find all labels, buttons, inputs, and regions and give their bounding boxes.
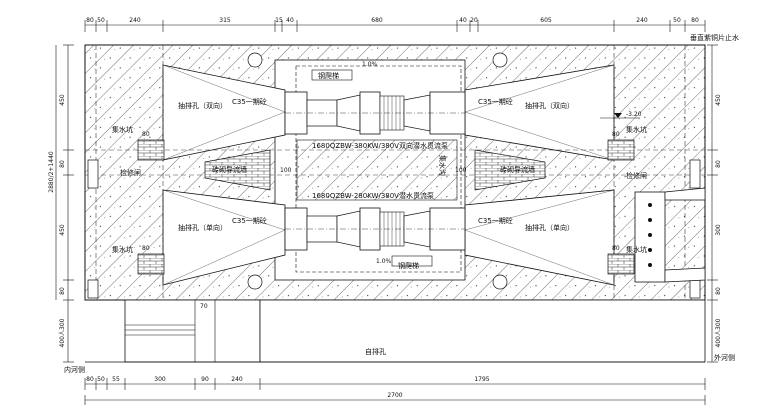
sump-tr-label: 集水坑 bbox=[626, 125, 647, 134]
overall-width-dim: 2700 bbox=[387, 392, 402, 399]
c35-br-label: C35一期砼 bbox=[478, 216, 513, 225]
pump-holes bbox=[247, 52, 508, 290]
pump-hole-bidir-label: 抽排孔（双向） bbox=[178, 101, 227, 110]
sump-tl-label: 集水坑 bbox=[112, 125, 133, 134]
water-flow-label: 集水沟 bbox=[438, 155, 447, 176]
left-dim-4: 80 bbox=[59, 287, 66, 295]
top-dim-12: 50 bbox=[673, 17, 681, 24]
top-dim-8: 40 bbox=[459, 17, 467, 24]
pump-hole-right-top-label: 抽排孔（双向） bbox=[525, 101, 574, 110]
labels: 垂直紫铜片止水 钢爬梯 钢爬梯 抽排孔（双向） 抽排孔（双向） 抽排孔（单向） … bbox=[64, 33, 739, 374]
self-drain-label: 自排孔 bbox=[365, 347, 386, 356]
top-dim-6: 40 bbox=[286, 17, 294, 24]
bottom-dim-4: 300 bbox=[154, 376, 166, 383]
brick-guide-walls bbox=[204, 149, 546, 191]
gap-70-label: 70 bbox=[200, 303, 208, 310]
sump-pits bbox=[137, 139, 635, 275]
top-dim-1: 80 bbox=[86, 17, 94, 24]
top-dimension-chain: 80 50 240 315 15 40 680 40 20 605 240 50… bbox=[84, 17, 706, 32]
d100-l-label: 100 bbox=[280, 167, 292, 174]
top-dim-11: 240 bbox=[636, 17, 648, 24]
d80-bl-label: 80 bbox=[142, 245, 150, 252]
bottom-dim-6: 240 bbox=[231, 376, 243, 383]
copper-water-stop-label: 垂直紫铜片止水 bbox=[690, 33, 739, 42]
inner-river-text: 内河侧 bbox=[64, 365, 85, 374]
left-dimension-chain: 450 80 450 80 2880/2+1440 400人300 bbox=[48, 44, 74, 363]
flow-funnel-lines bbox=[162, 64, 615, 286]
right-dim-2: 80 bbox=[715, 160, 722, 168]
flap-gate-structure bbox=[634, 187, 706, 283]
top-dim-7: 680 bbox=[371, 17, 383, 24]
steel-ladders bbox=[311, 69, 433, 267]
d100-r-label: 100 bbox=[455, 167, 467, 174]
top-dim-3: 240 bbox=[129, 17, 141, 24]
brick-right-label: 砖砌导流墙 bbox=[500, 165, 535, 174]
inner-river-label: 内河侧 bbox=[64, 365, 85, 374]
top-dim-13: 80 bbox=[691, 17, 699, 24]
pump-upper bbox=[284, 91, 466, 135]
steel-ladder-bottom-label: 钢爬梯 bbox=[398, 261, 419, 270]
right-bottom-dim: 400人300 bbox=[715, 318, 722, 347]
d80-br-label: 80 bbox=[612, 245, 620, 252]
pump-lower bbox=[284, 207, 466, 251]
bottom-dim-3: 55 bbox=[112, 376, 120, 383]
bottom-dim-7: 1795 bbox=[474, 376, 489, 383]
right-dimension-chain: 450 80 300 80 400人300 bbox=[707, 44, 722, 363]
bottom-dim-5: 90 bbox=[201, 376, 209, 383]
slope-top-label: 1.0% bbox=[362, 61, 378, 68]
self-drain-structure bbox=[85, 299, 706, 363]
top-dim-2: 50 bbox=[97, 17, 105, 24]
top-dim-4: 315 bbox=[219, 17, 231, 24]
brick-left-label: 砖砌导流墙 bbox=[212, 165, 247, 174]
right-dim-4: 80 bbox=[715, 287, 722, 295]
gate-slot-left-label: 检修闸 bbox=[120, 168, 141, 177]
outer-river-label: 外河侧 bbox=[714, 353, 735, 362]
bottom-dim-2: 50 bbox=[97, 376, 105, 383]
top-dim-10: 605 bbox=[540, 17, 552, 24]
bottom-dim-1: 80 bbox=[86, 376, 94, 383]
top-dim-9: 20 bbox=[470, 17, 478, 24]
d80-tl-label: 80 bbox=[142, 131, 150, 138]
c35-tl-label: C35一期砼 bbox=[232, 97, 267, 106]
elevation-marker: -3.20 bbox=[600, 111, 642, 119]
right-dim-1: 450 bbox=[715, 94, 722, 106]
left-total-dim: 2880/2+1440 bbox=[48, 151, 55, 193]
pump-hole-single-right-label: 抽排孔（单向） bbox=[525, 223, 574, 232]
right-dim-3: 300 bbox=[715, 224, 722, 236]
left-dim-2: 80 bbox=[59, 160, 66, 168]
pump-upper-label: 1680QZBW-380KW/380V双向潜水贯流泵 bbox=[312, 141, 448, 150]
gate-slots bbox=[87, 159, 701, 299]
bottom-dimension-chain: 80 50 55 300 90 240 1795 2700 bbox=[84, 376, 706, 405]
left-dim-3: 450 bbox=[59, 224, 66, 236]
c35-bl-label: C35一期砼 bbox=[232, 216, 267, 225]
gate-slot-right-label: 检修闸 bbox=[626, 171, 647, 180]
left-bottom-dim: 400人300 bbox=[59, 318, 66, 347]
c35-tr-label: C35一期砼 bbox=[478, 97, 513, 106]
pump-lower-label: 1680QZBW-280KW/380V潜水贯流泵 bbox=[312, 191, 434, 200]
steel-ladder-top-label: 钢爬梯 bbox=[318, 71, 339, 80]
sump-br-label: 集水坑 bbox=[626, 245, 647, 254]
sump-bl-label: 集水坑 bbox=[112, 245, 133, 254]
left-dim-1: 450 bbox=[59, 94, 66, 106]
elevation-text: -3.20 bbox=[626, 111, 642, 118]
pump-hole-single-left-label: 抽排孔（单向） bbox=[178, 223, 227, 232]
d80-tr-label: 80 bbox=[612, 131, 620, 138]
slope-bottom-label: 1.0% bbox=[376, 258, 392, 265]
top-dim-5: 15 bbox=[275, 17, 283, 24]
